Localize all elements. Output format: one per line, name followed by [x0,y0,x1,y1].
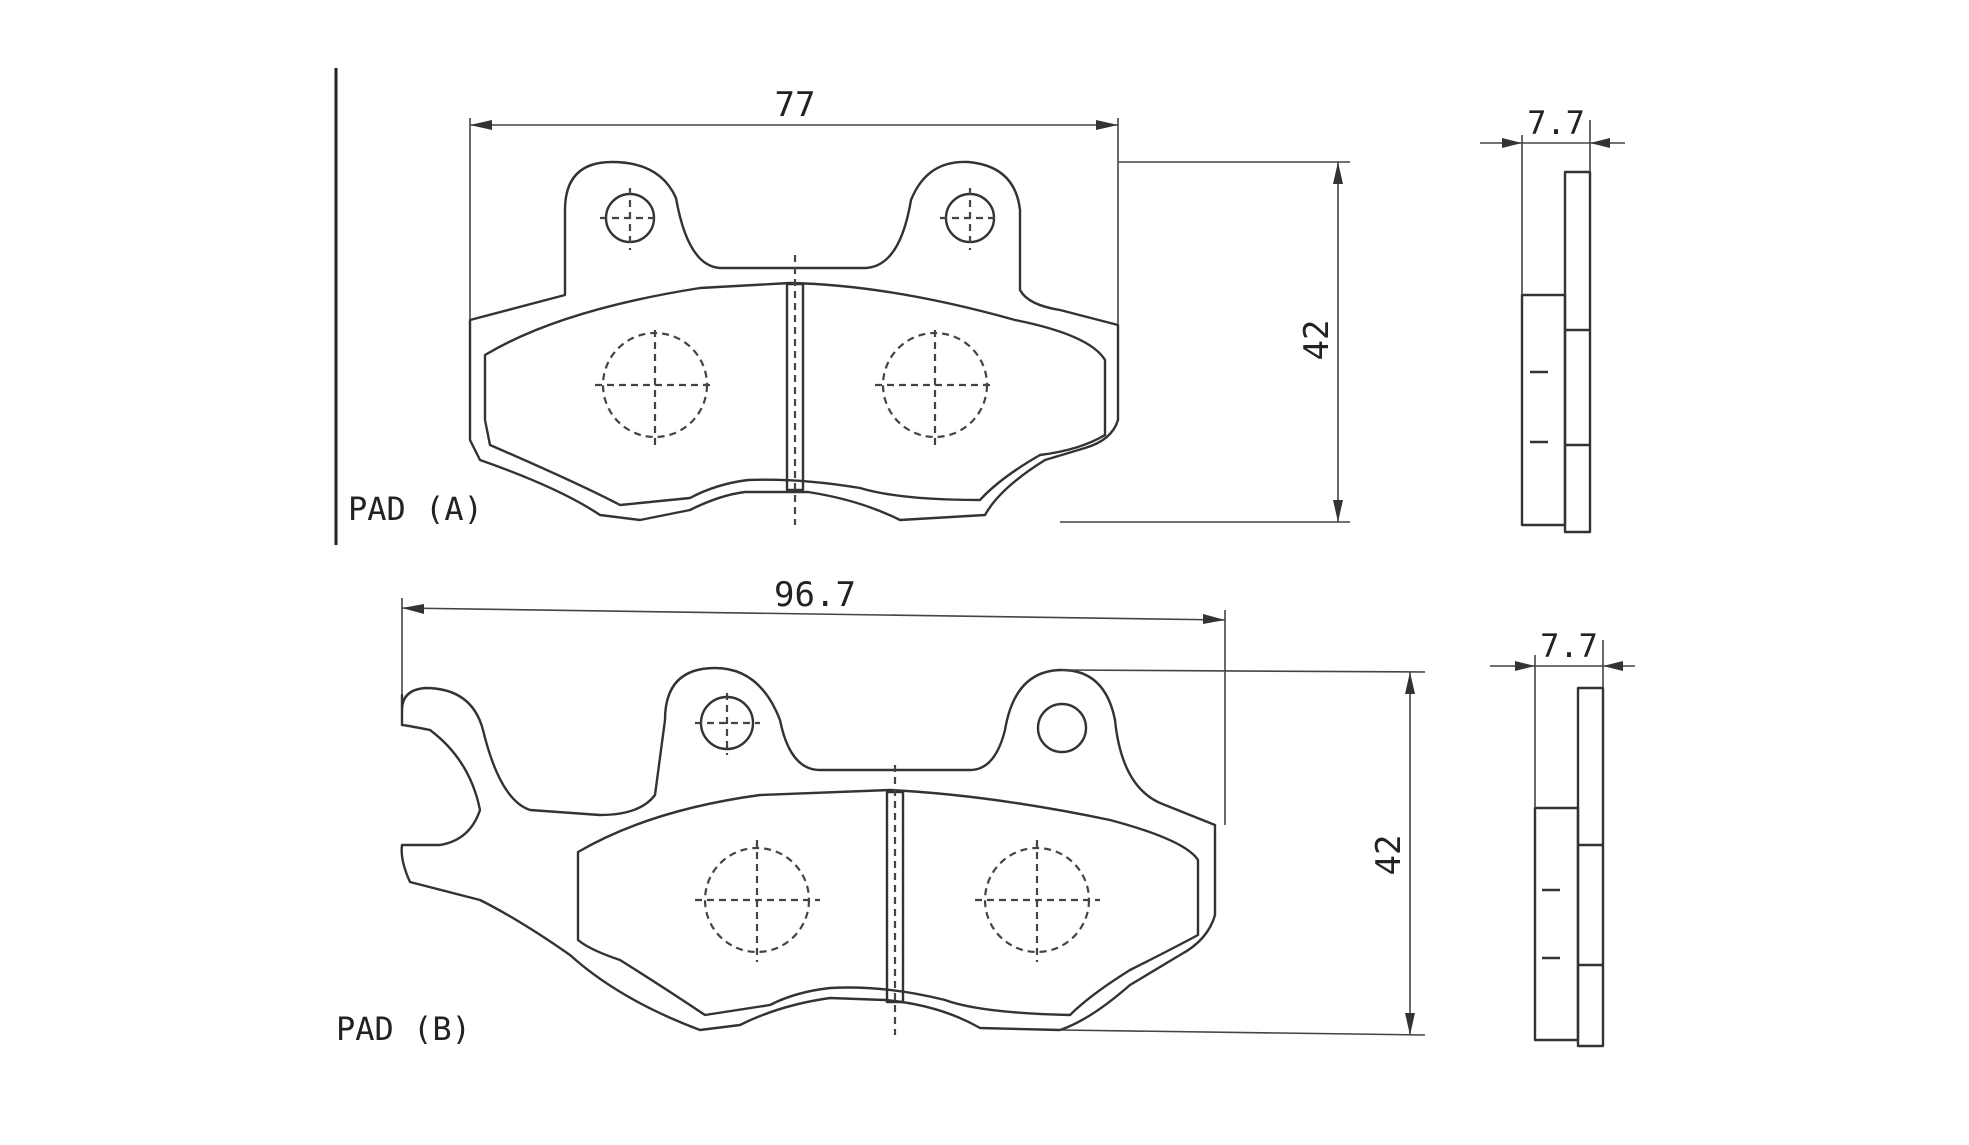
pad-b-front-view [400,666,1217,1035]
pad-b-height-dimension: 42 [1059,669,1426,1036]
pad-b-thickness-value: 7.7 [1540,627,1598,665]
pad-b-side-friction-block [1533,806,1580,1042]
pad-b-side-view: 7.7 [1490,627,1635,1048]
pad-b-side-backing-plate [1576,686,1605,1048]
pad-b-height-value: 42 [1369,835,1409,876]
pad-a-front-view [468,160,1120,525]
pad-a-height-value: 42 [1297,320,1337,361]
pad-a-friction-material [483,281,1107,507]
pad-a-thickness-value: 7.7 [1527,104,1585,142]
pad-b-label: PAD (B) [336,1010,471,1048]
pad-a-width-value: 77 [775,85,816,125]
pad-a-side-view: 7.7 [1480,104,1625,534]
pad-b-width-value: 96.7 [774,575,856,615]
pad-a-height-dimension: 42 [1060,161,1350,523]
pad-a-side-backing-plate [1563,170,1592,534]
pad-b-friction-material [576,788,1200,1017]
pad-b-mount-hole-right [1036,702,1088,754]
pad-b-width-dimension: 96.7 [401,575,1226,825]
pad-a-width-dimension: 77 [469,85,1119,325]
pad-b-backing-plate [400,666,1217,1032]
pad-a-side-friction-block [1520,293,1567,527]
pad-a-backing-plate [468,160,1120,522]
pad-a-label: PAD (A) [348,490,483,528]
